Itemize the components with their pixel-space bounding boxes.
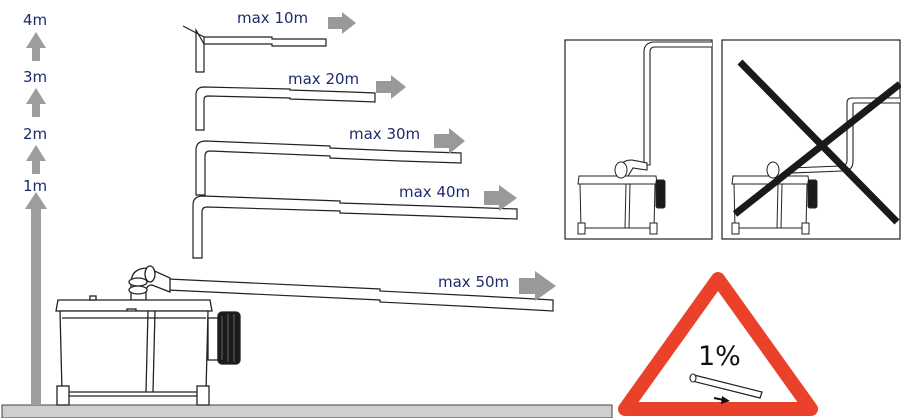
floor [1, 404, 613, 418]
slope-warning-sign: 1% [618, 272, 818, 416]
pipe-run-max-10m: max 10m [182, 9, 356, 73]
flow-direction-arrow-icon [713, 396, 730, 404]
sloped-pipe-icon [689, 373, 763, 399]
elbow-ring [128, 277, 148, 287]
unit-body-section [145, 310, 149, 393]
warning-triangle [618, 272, 818, 416]
unit-body [59, 310, 209, 393]
mini-lifting-unit [731, 161, 818, 235]
elbow-ring [144, 265, 156, 283]
pipe-run-max-50m: max 50m [167, 271, 556, 312]
pipe-run-label: max 40m [399, 183, 470, 201]
lid-handle [89, 295, 97, 301]
discharge-pipe [195, 140, 462, 196]
pipe-run-max-20m: max 20m [195, 70, 406, 131]
side-inlet-flange [207, 317, 219, 361]
height-bar [32, 160, 40, 174]
discharge-pipe [192, 195, 518, 259]
unit-body-section [152, 310, 156, 393]
height-bar [31, 208, 41, 404]
flow-arrow [519, 271, 556, 301]
discharge-pipe [195, 27, 327, 73]
height-label-3m: 3m [23, 68, 47, 86]
cross-icon [732, 59, 901, 225]
flow-arrow [434, 128, 465, 154]
pipe-run-max-40m: max 40m [192, 183, 518, 259]
pipe-run-max-30m: max 30m [195, 125, 465, 196]
lifting-station-unit [55, 265, 241, 406]
height-arrow-2m [26, 145, 46, 161]
pipe-run-label: max 50m [438, 273, 509, 291]
incorrect-installation-panel [721, 39, 901, 240]
slope-percentage-label: 1% [698, 341, 741, 372]
height-bar [32, 103, 40, 117]
elbow-ring [128, 285, 148, 295]
pipe-run-label: max 20m [288, 70, 359, 88]
mini-lifting-unit [577, 161, 666, 235]
side-inlet-ridges [221, 314, 235, 362]
height-arrow-4m [26, 32, 46, 48]
discharge-pipe-end [182, 25, 205, 38]
unit-foot [56, 385, 70, 406]
flow-arrow [484, 185, 517, 211]
unit-lid [55, 299, 213, 312]
vertical-height-scale: 4m 3m 2m 1m [23, 11, 47, 404]
height-label-1m: 1m [23, 177, 47, 195]
discharge-pipe [195, 86, 376, 131]
height-bar [32, 47, 40, 61]
unit-foot [196, 385, 210, 406]
height-arrow-1m [25, 192, 47, 209]
correct-installation-panel [564, 39, 713, 240]
flow-arrow [328, 12, 356, 34]
height-label-4m: 4m [23, 11, 47, 29]
discharge-pipe [167, 278, 554, 312]
height-label-2m: 2m [23, 125, 47, 143]
side-inlet-connector [217, 311, 241, 365]
pipe-run-label: max 30m [349, 125, 420, 143]
flow-arrow [376, 75, 406, 99]
height-arrow-3m [26, 88, 46, 104]
pipe-run-label: max 10m [237, 9, 308, 27]
